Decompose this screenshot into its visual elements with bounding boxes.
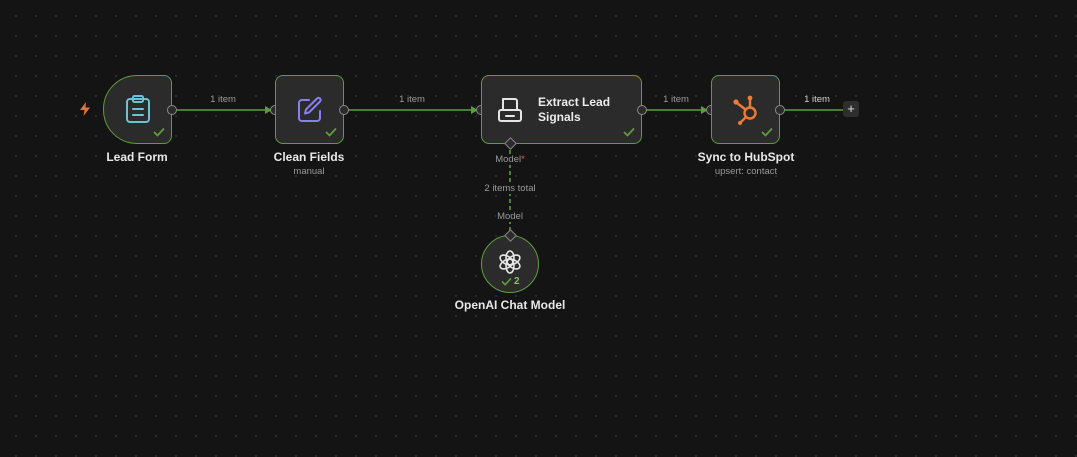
output-handle-hubspot[interactable] bbox=[775, 105, 785, 115]
run-count-badge: 2 bbox=[514, 276, 520, 287]
port-label-text: Model bbox=[495, 154, 522, 165]
clipboard-icon bbox=[126, 95, 150, 123]
edge-label-clean-to-extract: 1 item bbox=[398, 94, 426, 105]
node-title-line-1: Extract Lead bbox=[538, 95, 611, 109]
node-title-line-2: Signals bbox=[538, 110, 581, 124]
required-marker: * bbox=[521, 154, 525, 165]
node-extract-lead-signals[interactable]: Extract Lead Signals bbox=[481, 75, 642, 144]
node-openai-chat-model[interactable]: 2 bbox=[481, 235, 539, 293]
node-label-lead-form: Lead Form bbox=[106, 150, 168, 164]
node-subtitle-clean-fields: manual bbox=[293, 166, 325, 177]
output-handle-extract[interactable] bbox=[637, 105, 647, 115]
node-label-openai-chat: OpenAI Chat Model bbox=[454, 298, 566, 312]
node-title-extract: Extract Lead Signals bbox=[538, 95, 610, 125]
ai-agent-icon bbox=[498, 98, 522, 122]
success-check-icon bbox=[761, 127, 773, 137]
hubspot-icon bbox=[733, 95, 757, 125]
port-label-model-output: Model bbox=[496, 211, 524, 222]
node-sync-to-hubspot[interactable] bbox=[711, 75, 780, 144]
node-label-clean-fields: Clean Fields bbox=[273, 150, 345, 164]
arrowhead-hubspot bbox=[701, 106, 708, 114]
node-label-sync-hubspot: Sync to HubSpot bbox=[697, 150, 795, 164]
success-check-icon bbox=[153, 127, 165, 137]
success-check-icon bbox=[623, 127, 635, 137]
node-clean-fields[interactable] bbox=[275, 75, 344, 144]
edge-label-form-to-clean: 1 item bbox=[209, 94, 237, 105]
output-handle-clean-fields[interactable] bbox=[339, 105, 349, 115]
trigger-bolt-icon bbox=[80, 102, 90, 116]
openai-icon bbox=[499, 250, 521, 274]
pencil-edit-icon bbox=[298, 96, 322, 122]
arrowhead-clean bbox=[265, 106, 272, 114]
edge-label-hubspot-out: 1 item bbox=[803, 94, 831, 105]
edge-label-model-connection: 2 items total bbox=[483, 183, 537, 194]
success-check-icon bbox=[501, 277, 512, 286]
arrowhead-extract bbox=[471, 106, 478, 114]
output-handle-lead-form[interactable] bbox=[167, 105, 177, 115]
success-check-icon bbox=[325, 127, 337, 137]
node-lead-form[interactable] bbox=[103, 75, 172, 144]
add-node-button[interactable]: + bbox=[843, 101, 859, 117]
edge-label-extract-to-hubspot: 1 item bbox=[662, 94, 690, 105]
node-subtitle-sync-hubspot: upsert: contact bbox=[714, 166, 778, 177]
port-label-model-input: Model* bbox=[494, 154, 526, 165]
